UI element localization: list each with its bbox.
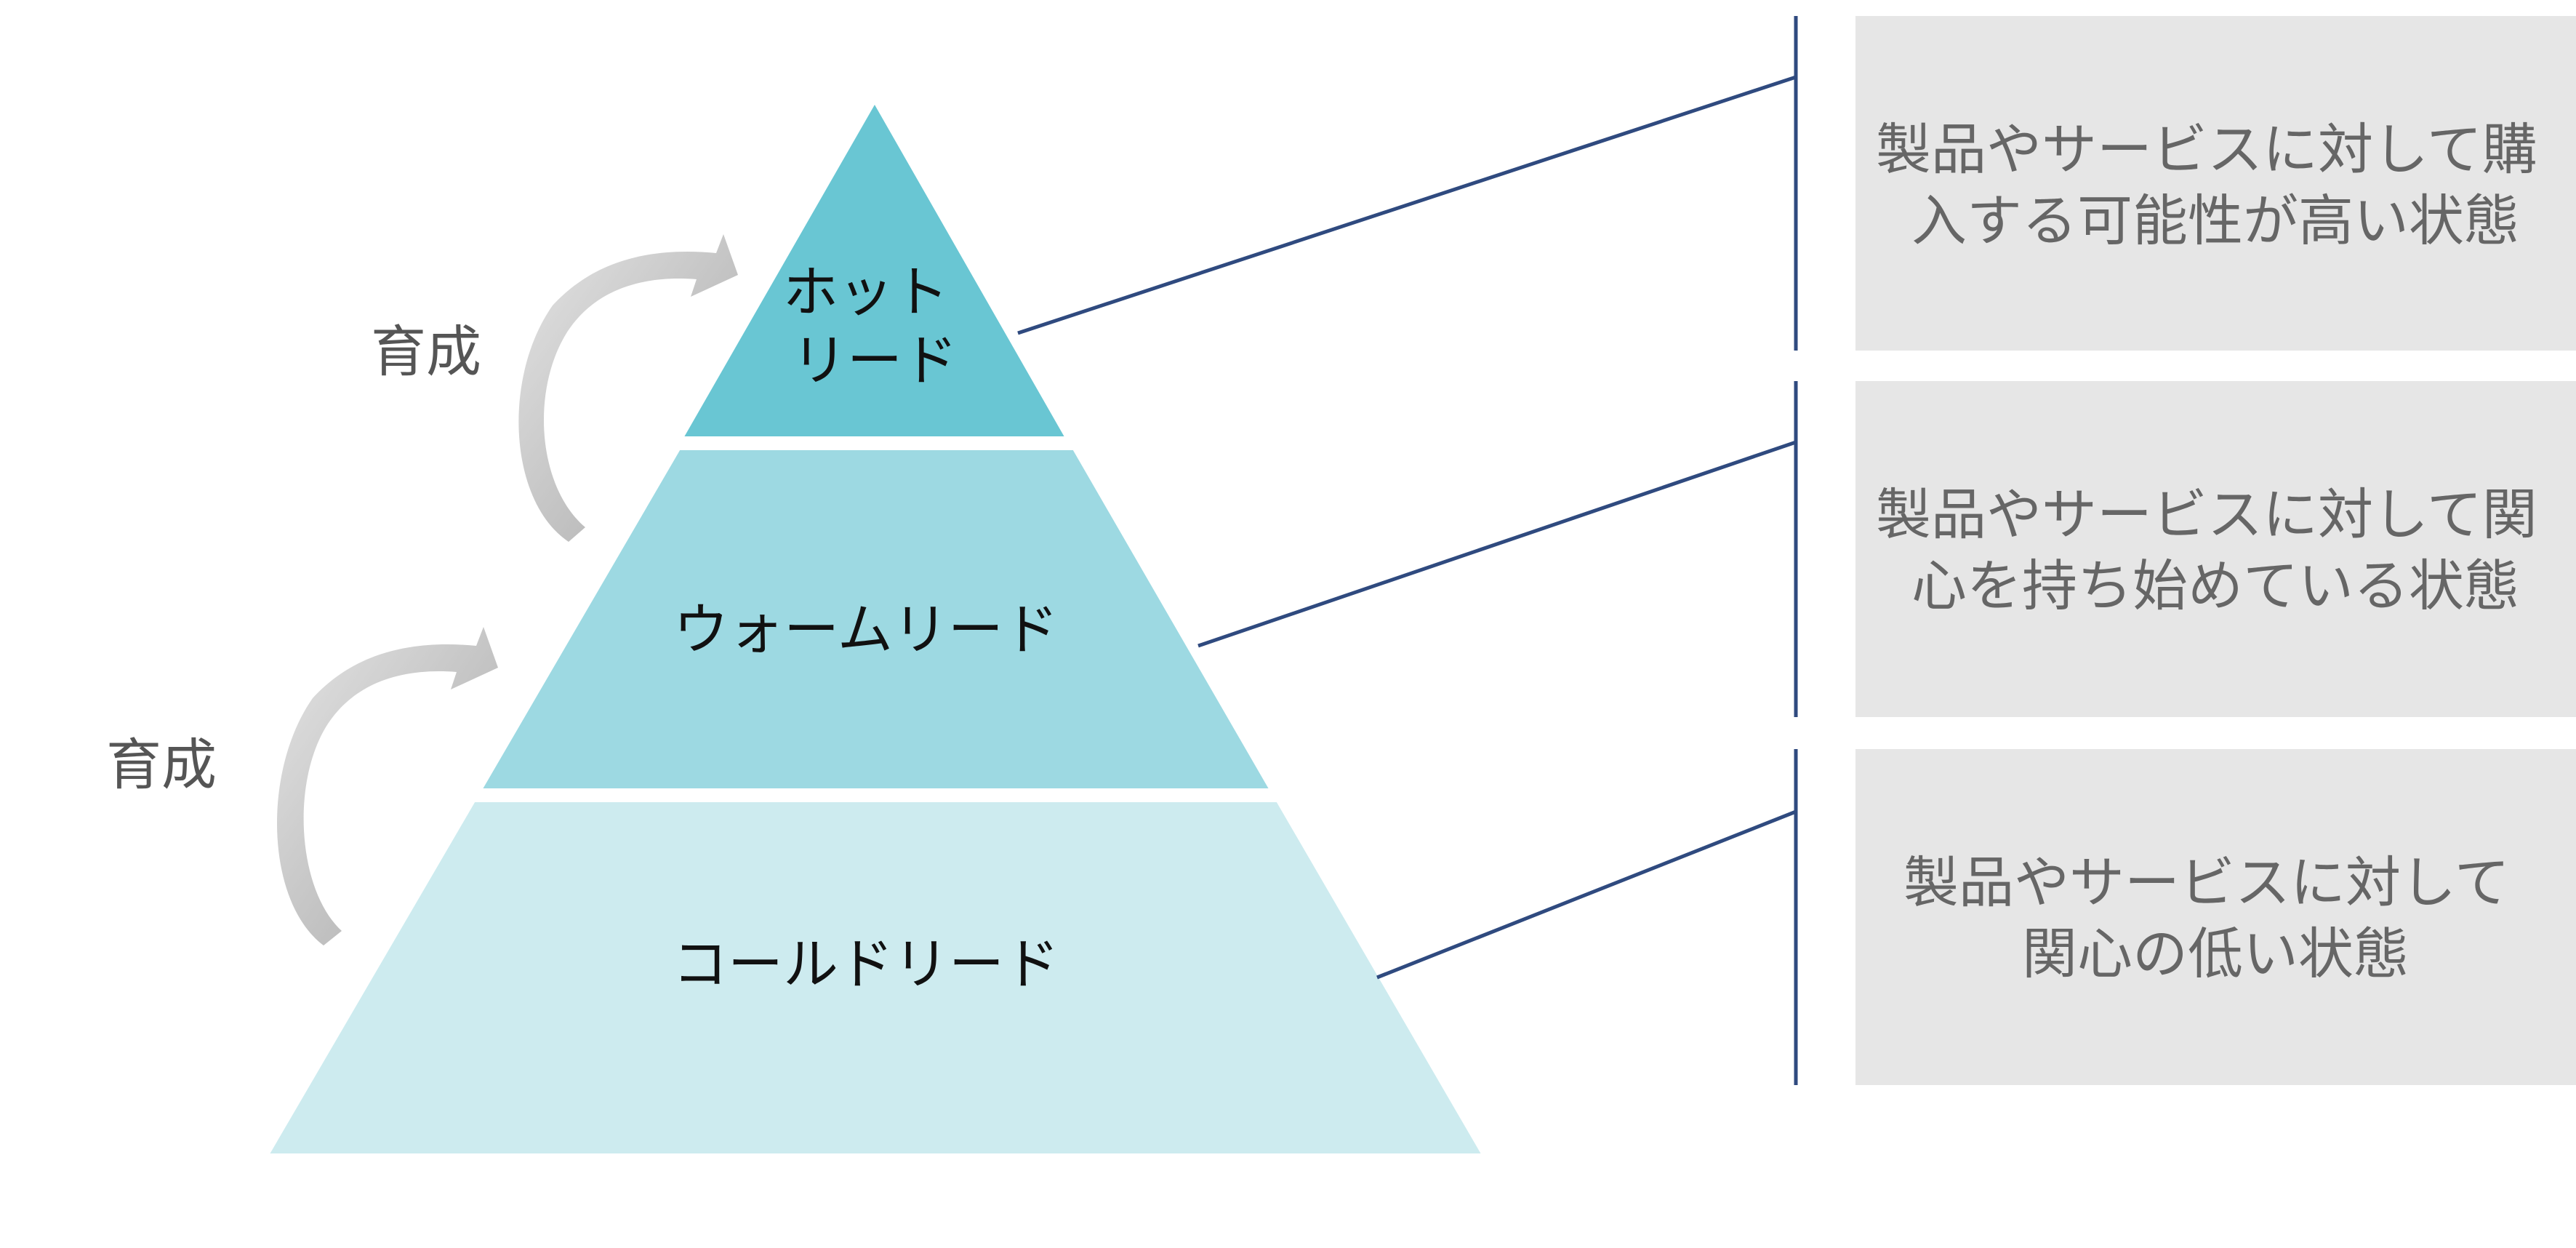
descriptions: 製品やサービスに対して購 入する可能性が高い状態 製品やサービスに対して関 心を… (1855, 16, 2576, 1085)
hot-lead-description: 製品やサービスに対して購 入する可能性が高い状態 (1855, 16, 2576, 351)
warm-lead-label: ウォームリード (673, 597, 1059, 662)
cold-lead-connector (1376, 809, 1797, 980)
upper-nurture-arrow-icon (518, 234, 738, 542)
warm-lead-description-box (1855, 381, 2576, 717)
lower-nurture-arrow-icon (277, 627, 498, 945)
warm-lead-description-text: 製品やサービスに対して関 心を持ち始めている状態 (1876, 482, 2555, 618)
warm-lead-connector (1197, 440, 1797, 648)
lower-nurture-label: 育成 (106, 732, 217, 797)
hot-lead-shape (679, 98, 1070, 439)
cold-lead-description: 製品やサービスに対して 関心の低い状態 (1855, 749, 2576, 1085)
hot-lead-description-line-1: 製品やサービスに対して購 (1876, 117, 2537, 182)
cold-lead-description-line-2: 関心の低い状態 (2022, 921, 2409, 986)
layer-hot-lead: ホット リード (679, 98, 1070, 439)
hot-lead-description-text: 製品やサービスに対して購 入する可能性が高い状態 (1876, 117, 2555, 253)
hot-lead-label: ホット リード (783, 260, 966, 393)
warm-lead-label-line-1: ウォームリード (673, 597, 1059, 662)
cold-lead-description-box (1855, 749, 2576, 1085)
hot-lead-label-line-1: ホット (783, 260, 949, 324)
warm-lead-description-line-2: 心を持ち始めている状態 (1911, 553, 2519, 618)
cold-lead-label: コールドリード (673, 932, 1059, 996)
hot-lead-description-box (1855, 16, 2576, 351)
cold-lead-description-text: 製品やサービスに対して 関心の低い状態 (1903, 850, 2527, 986)
cold-lead-label-line-1: コールドリード (673, 932, 1059, 996)
hot-lead-connector (1017, 75, 1797, 335)
warm-lead-shape (478, 447, 1274, 791)
cold-lead-shape (265, 799, 1486, 1156)
pyramid: ホット リード ウォームリード コールドリード (265, 98, 1486, 1156)
upper-nurture-label: 育成 (371, 319, 481, 384)
connectors (1017, 16, 1798, 1085)
warm-lead-description-line-1: 製品やサービスに対して関 (1876, 482, 2537, 547)
layer-warm-lead: ウォームリード (478, 447, 1274, 791)
cold-lead-description-line-1: 製品やサービスに対して (1903, 850, 2510, 915)
hot-lead-label-line-2: リード (792, 328, 958, 393)
hot-lead-description-line-2: 入する可能性が高い状態 (1911, 188, 2519, 253)
layer-cold-lead: コールドリード (265, 799, 1486, 1156)
nurture-arrows: 育成 育成 (106, 234, 738, 945)
warm-lead-description: 製品やサービスに対して関 心を持ち始めている状態 (1855, 381, 2576, 717)
